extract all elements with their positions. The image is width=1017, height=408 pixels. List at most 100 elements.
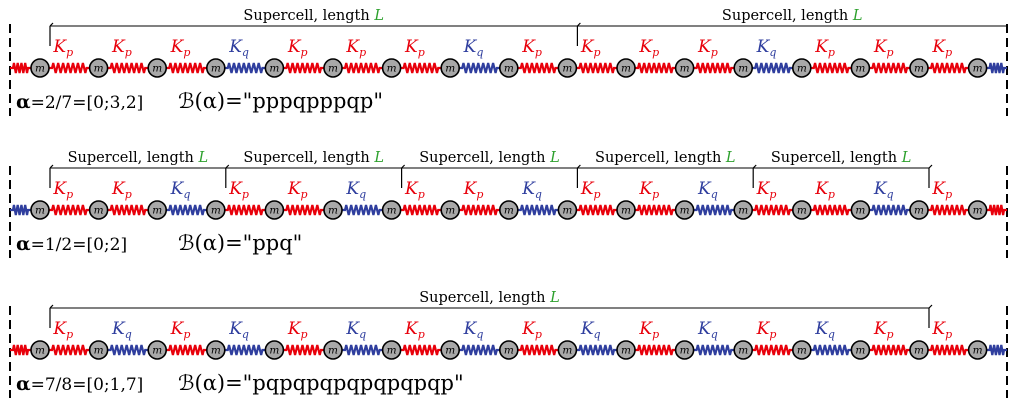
spring bbox=[283, 344, 324, 356]
spring-label-sub: q bbox=[242, 46, 249, 59]
mass-label: m bbox=[211, 345, 221, 357]
spring-label: Kp bbox=[52, 319, 73, 341]
spring bbox=[869, 204, 910, 216]
kp-label: Kp bbox=[638, 319, 659, 341]
mass: m bbox=[30, 340, 50, 360]
mass-circle bbox=[557, 340, 578, 360]
mass-circle bbox=[88, 340, 109, 360]
spring-label-base: K bbox=[228, 37, 243, 57]
kp-label: Kp bbox=[756, 319, 777, 341]
supercell-text: Supercell, length bbox=[243, 150, 374, 166]
mass-label: m bbox=[328, 63, 338, 75]
kq-label: Kq bbox=[463, 319, 484, 341]
mass-label: m bbox=[621, 345, 631, 357]
mass-circle bbox=[909, 58, 929, 78]
word-string: "pqpqpqpqpqpqpqp" bbox=[243, 371, 464, 395]
mass: m bbox=[557, 58, 578, 78]
mass: m bbox=[440, 340, 461, 360]
spring-label-base: K bbox=[287, 179, 302, 199]
spring-label-base: K bbox=[404, 319, 419, 339]
spring bbox=[400, 62, 442, 74]
spring-label-sub: p bbox=[242, 188, 249, 201]
kp-label: Kp bbox=[287, 37, 308, 59]
spring-label: Kp bbox=[404, 179, 425, 201]
alpha-symbol: α bbox=[16, 91, 31, 113]
spring-label-base: K bbox=[697, 179, 712, 199]
spring bbox=[869, 344, 910, 356]
alpha-fraction: =2/7=[0;3,2] bbox=[31, 93, 144, 113]
spring-label-sub: p bbox=[887, 328, 894, 341]
mass-circle bbox=[440, 200, 461, 220]
supercell-text: Supercell, length bbox=[722, 8, 853, 24]
word-value: ℬ(α)="pqpqpqpqpqpqpqp" bbox=[178, 371, 464, 395]
spring bbox=[517, 204, 559, 216]
kp-label: Kp bbox=[638, 37, 659, 59]
spring-label: Kp bbox=[814, 179, 835, 201]
mass-label: m bbox=[35, 345, 45, 357]
spring bbox=[693, 344, 735, 356]
supercell-text: Supercell, length bbox=[595, 150, 726, 166]
spring-label-sub: p bbox=[945, 188, 952, 201]
supercell-label: Supercell, length L bbox=[771, 150, 912, 166]
supercell-L: L bbox=[373, 8, 384, 24]
kp-label: Kp bbox=[873, 319, 894, 341]
spring-label: Kp bbox=[170, 319, 191, 341]
kp-label: Kp bbox=[404, 37, 425, 59]
alpha-symbol: α bbox=[16, 233, 31, 255]
spring-label: Kq bbox=[814, 319, 835, 341]
spring-label-base: K bbox=[580, 37, 595, 57]
mass: m bbox=[967, 58, 988, 78]
kq-label: Kq bbox=[111, 319, 132, 341]
kp-label: Kp bbox=[463, 179, 484, 201]
mass-circle bbox=[264, 340, 285, 360]
spring bbox=[224, 344, 266, 356]
kq-label: Kq bbox=[345, 179, 366, 201]
spring-label-sub: q bbox=[711, 328, 718, 341]
spring-label-base: K bbox=[287, 319, 302, 339]
spring-label-sub: p bbox=[594, 188, 601, 201]
mass: m bbox=[674, 340, 695, 360]
kp-label: Kp bbox=[697, 37, 718, 59]
spring-label-sub: q bbox=[242, 328, 249, 341]
mass-label: m bbox=[797, 205, 807, 217]
spring-label: Kq bbox=[697, 179, 718, 201]
mass-label: m bbox=[738, 345, 748, 357]
spring-label-base: K bbox=[931, 179, 946, 199]
mass: m bbox=[381, 58, 402, 78]
spring bbox=[986, 204, 1007, 216]
spring bbox=[869, 62, 910, 74]
mass-circle bbox=[147, 58, 167, 78]
spring-label-sub: p bbox=[652, 46, 659, 59]
kp-label: Kp bbox=[638, 179, 659, 201]
spring bbox=[576, 204, 617, 216]
mass-label: m bbox=[855, 63, 865, 75]
mass-label: m bbox=[738, 205, 748, 217]
spring-label-base: K bbox=[521, 179, 536, 199]
spring-label: Kq bbox=[756, 37, 777, 59]
kp-label: Kp bbox=[931, 179, 952, 201]
spring-label-base: K bbox=[697, 319, 712, 339]
spring-label-base: K bbox=[228, 319, 243, 339]
mass-label: m bbox=[445, 63, 455, 75]
bfunc-label: ℬ(α)= bbox=[178, 89, 243, 113]
spring-label-base: K bbox=[463, 319, 478, 339]
mass-circle bbox=[323, 340, 343, 360]
kp-label: Kp bbox=[521, 37, 542, 59]
spring bbox=[342, 344, 383, 356]
spring-label: Kp bbox=[931, 179, 952, 201]
mass-label: m bbox=[914, 345, 924, 357]
spring bbox=[400, 344, 442, 356]
spring-label-sub: p bbox=[945, 46, 952, 59]
spring-label-base: K bbox=[756, 319, 771, 339]
mass-label: m bbox=[680, 205, 690, 217]
mass-circle bbox=[791, 340, 812, 360]
spring-label-base: K bbox=[345, 179, 360, 199]
spring-label-sub: q bbox=[359, 328, 366, 341]
supercell-tick-arrow bbox=[928, 304, 933, 309]
spring-label-base: K bbox=[345, 37, 360, 57]
spring-label-sub: p bbox=[594, 46, 601, 59]
kp-label: Kp bbox=[580, 179, 601, 201]
spring-label-sub: p bbox=[828, 188, 835, 201]
